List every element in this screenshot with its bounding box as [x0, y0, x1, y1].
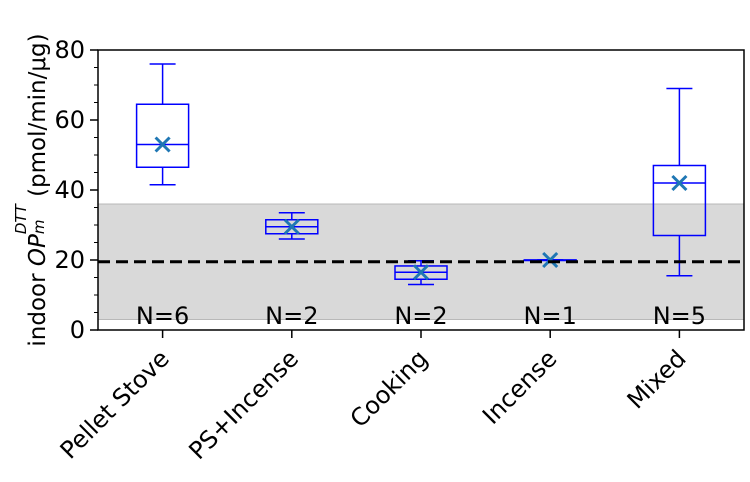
n-label: N=6: [136, 302, 189, 330]
y-axis: 0 20 40 60 80: [54, 36, 98, 344]
mean-marker: [283, 218, 300, 235]
y-tick-label: 0: [70, 316, 85, 344]
n-label: N=2: [265, 302, 318, 330]
mean-marker: [154, 136, 171, 153]
y-tick-label: 80: [54, 36, 85, 64]
y-axis-label-superscript: DTT: [12, 204, 31, 235]
x-tick-label: PS+Incense: [183, 344, 304, 465]
n-labels-layer: N=6 N=2 N=2 N=1 N=5: [136, 302, 706, 330]
box-0: [135, 63, 190, 186]
n-label: N=2: [394, 302, 447, 330]
iqr-box: [652, 164, 707, 237]
y-tick-label: 20: [54, 246, 85, 274]
mean-marker: [412, 264, 430, 281]
iqr-box: [135, 103, 190, 168]
y-tick-label: 60: [54, 106, 85, 134]
y-tick-label: 40: [54, 176, 85, 204]
n-label: N=1: [524, 302, 577, 330]
x-tick-label: Mixed: [622, 344, 692, 414]
box-1: [265, 212, 319, 240]
x-tick-label: Incense: [477, 344, 562, 429]
box-4: [652, 87, 707, 277]
n-label: N=5: [653, 302, 706, 330]
mean-marker: [671, 174, 688, 192]
x-tick-label: Pellet Stove: [55, 344, 175, 464]
x-tick-label: Cooking: [345, 344, 433, 432]
mean-marker: [542, 251, 559, 269]
boxes-layer: [135, 63, 707, 286]
